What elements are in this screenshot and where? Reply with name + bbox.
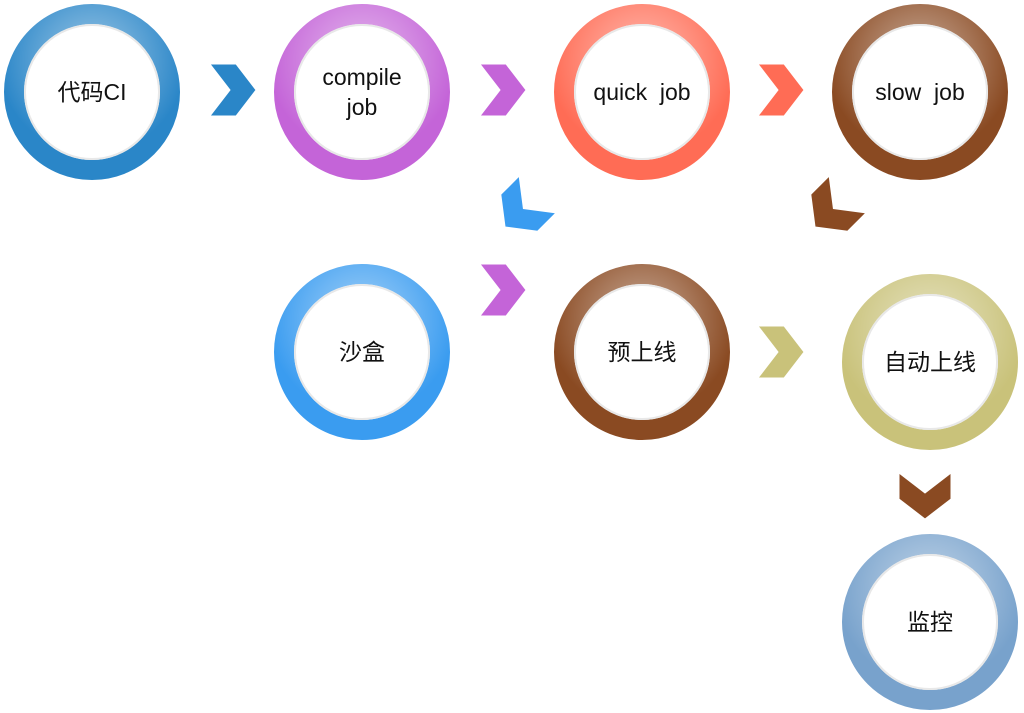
chevron-arrow-icon <box>500 174 558 232</box>
node-compile: compile job <box>274 4 450 180</box>
node-label: compile <box>322 64 401 90</box>
node-inner <box>574 24 710 160</box>
node-inner <box>294 24 430 160</box>
node-highlight <box>832 4 1008 180</box>
chevron-arrow-icon <box>478 263 527 317</box>
node-label: quick job <box>593 79 690 105</box>
chevron-arrow-icon <box>810 174 868 232</box>
chevron-arrow-icon <box>208 63 257 117</box>
node-label: 监控 <box>907 609 953 635</box>
node-label: 沙盒 <box>339 339 385 365</box>
node-inner <box>24 24 160 160</box>
node-inner <box>852 24 988 160</box>
node-inner <box>294 284 430 420</box>
node-highlight <box>842 534 1018 710</box>
node-label: slow job <box>875 79 964 105</box>
node-highlight <box>554 264 730 440</box>
node-inner <box>862 554 998 690</box>
node-inner <box>862 294 998 430</box>
chevron-arrow-icon <box>756 63 805 117</box>
node-sandbox: 沙盒 <box>274 264 450 440</box>
node-highlight <box>274 4 450 180</box>
node-quick: quick job <box>554 4 730 180</box>
node-highlight <box>842 274 1018 450</box>
node-autodeploy: 自动上线 <box>842 274 1018 450</box>
node-preprod: 预上线 <box>554 264 730 440</box>
node-slow: slow job <box>832 4 1008 180</box>
node-label: 代码CI <box>58 79 127 105</box>
node-highlight <box>554 4 730 180</box>
node-ci: 代码CI <box>4 4 180 180</box>
node-inner <box>574 284 710 420</box>
node-label: job <box>346 94 378 120</box>
node-label: 预上线 <box>608 339 677 365</box>
node-label: 自动上线 <box>884 349 976 375</box>
chevron-arrow-icon <box>478 63 527 117</box>
chevron-arrow-icon <box>898 471 952 520</box>
node-highlight <box>4 4 180 180</box>
node-monitor: 监控 <box>842 534 1018 710</box>
node-highlight <box>274 264 450 440</box>
chevron-arrow-icon <box>756 325 805 379</box>
